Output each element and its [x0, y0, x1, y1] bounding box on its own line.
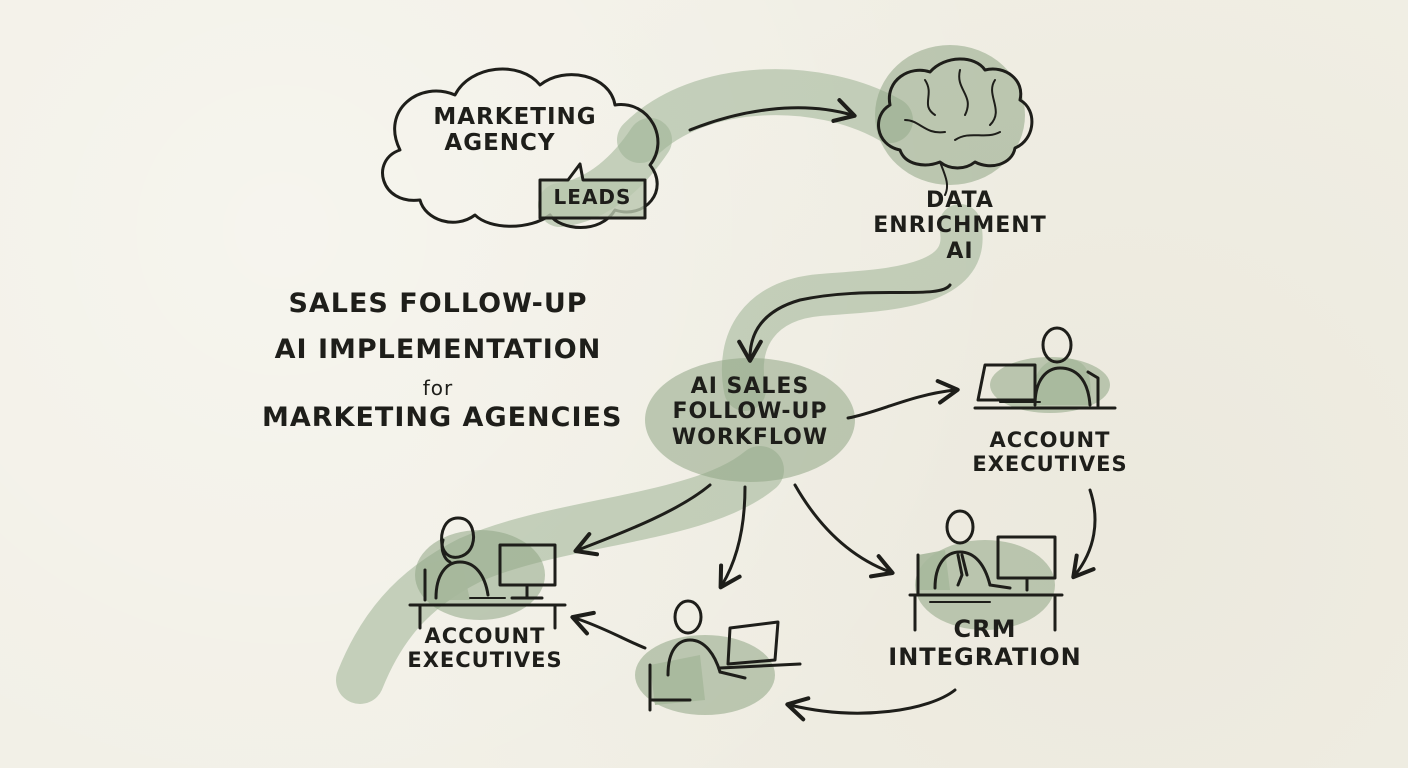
crm-integration-line-2: INTEGRATION — [888, 642, 1082, 671]
woman-at-desktop-icon — [408, 516, 567, 630]
account-executives-right-line-1: ACCOUNT — [989, 428, 1111, 452]
person-at-laptop-icon — [973, 326, 1117, 410]
marketing-agency-line-1: MARKETING — [433, 104, 597, 130]
data-enrichment-line-2: ENRICHMENT — [873, 213, 1047, 239]
title-line-3: for — [422, 376, 454, 400]
marketing-agency-label: MARKETING AGENCY — [420, 104, 610, 157]
data-enrichment-line-3: AI — [946, 238, 974, 264]
person-at-laptop-bottom-icon — [648, 599, 802, 712]
workflow-label: AI SALES FOLLOW-UP WORKFLOW — [660, 374, 840, 450]
crm-integration-label: CRM INTEGRATION — [885, 615, 1085, 671]
leads-tag-shape — [538, 162, 647, 220]
title-line-4: MARKETING AGENCIES — [262, 402, 623, 433]
data-enrichment-line-1: DATA — [926, 188, 994, 213]
workflow-line-3: WORKFLOW — [671, 424, 829, 450]
workflow-line-1: AI SALES — [690, 374, 810, 399]
crm-integration-line-1: CRM — [953, 615, 1017, 643]
account-executives-left-line-2: EXECUTIVES — [407, 648, 563, 673]
flow-arrows — [570, 98, 1097, 722]
workflow-line-2: FOLLOW-UP — [672, 399, 828, 425]
leads-label: LEADS — [553, 185, 632, 209]
marketing-agency-line-2: AGENCY — [444, 130, 556, 157]
account-executives-right-line-2: EXECUTIVES — [972, 452, 1128, 477]
account-executives-right-label: ACCOUNT EXECUTIVES — [965, 428, 1135, 476]
data-enrichment-label: DATA ENRICHMENT AI — [870, 188, 1050, 264]
person-at-desktop-icon — [908, 509, 1064, 632]
account-executives-left-line-1: ACCOUNT — [424, 624, 546, 648]
title-line-1: SALES FOLLOW-UP — [288, 288, 588, 319]
title-line-2: AI IMPLEMENTATION — [274, 334, 602, 365]
cloud-icon — [381, 67, 660, 229]
brain-icon — [877, 57, 1034, 196]
account-executives-left-label: ACCOUNT EXECUTIVES — [400, 624, 570, 672]
